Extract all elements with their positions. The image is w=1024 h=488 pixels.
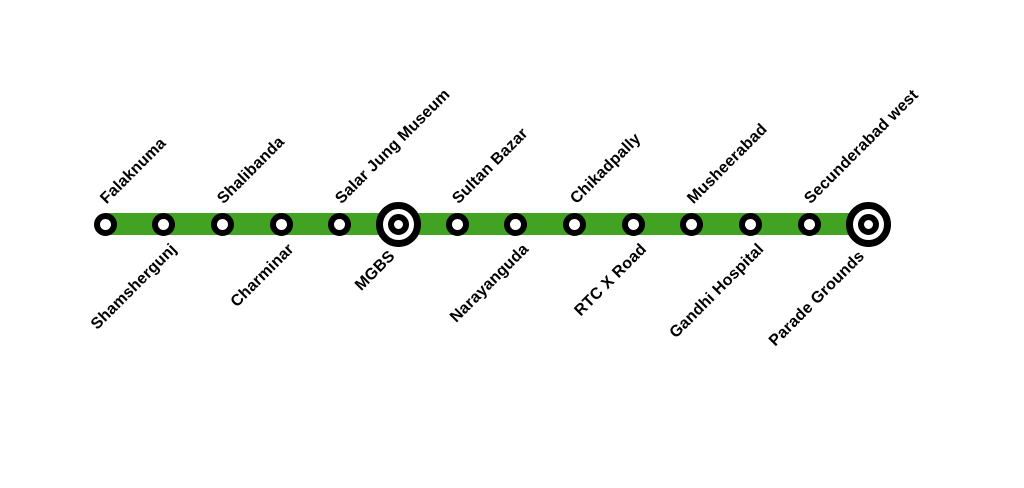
station-label-charminar: Charminar bbox=[227, 240, 298, 311]
interchange-marker-mgbs bbox=[375, 201, 421, 247]
station-marker-secunderabad-west bbox=[797, 212, 821, 236]
green-line-track bbox=[105, 213, 868, 235]
station-label-salar-jung-museum: Salar Jung Museum bbox=[332, 85, 454, 208]
station-marker-falaknuma bbox=[93, 212, 117, 236]
station-label-parade-grounds: Parade Grounds bbox=[765, 247, 868, 350]
station-label-falaknuma: Falaknuma bbox=[97, 134, 170, 208]
station-marker-rtc-x-road bbox=[621, 212, 645, 236]
station-label-narayanguda: Narayanguda bbox=[447, 240, 533, 326]
interchange-marker-parade-grounds bbox=[845, 201, 891, 247]
station-marker-musheerabad bbox=[680, 212, 704, 236]
station-marker-salar-jung-museum bbox=[328, 212, 352, 236]
station-label-rtc-x-road: RTC X Road bbox=[571, 240, 650, 320]
station-label-gandhi-hospital: Gandhi Hospital bbox=[666, 240, 768, 342]
station-marker-chikadpally bbox=[563, 212, 587, 236]
station-marker-charminar bbox=[269, 212, 293, 236]
station-label-musheerabad: Musheerabad bbox=[684, 120, 771, 208]
station-marker-narayanguda bbox=[504, 212, 528, 236]
station-marker-gandhi-hospital bbox=[739, 212, 763, 236]
station-label-shamshergunj: Shamshergunj bbox=[88, 240, 181, 334]
station-label-mgbs: MGBS bbox=[351, 247, 399, 295]
station-marker-shamshergunj bbox=[152, 212, 176, 236]
station-label-secunderabad-west: Secunderabad west bbox=[801, 86, 923, 208]
station-marker-sultan-bazar bbox=[445, 212, 469, 236]
station-marker-shalibanda bbox=[210, 212, 234, 236]
station-label-shalibanda: Shalibanda bbox=[214, 133, 289, 208]
station-label-sultan-bazar: Sultan Bazar bbox=[449, 125, 532, 208]
station-label-chikadpally: Chikadpally bbox=[566, 130, 644, 208]
